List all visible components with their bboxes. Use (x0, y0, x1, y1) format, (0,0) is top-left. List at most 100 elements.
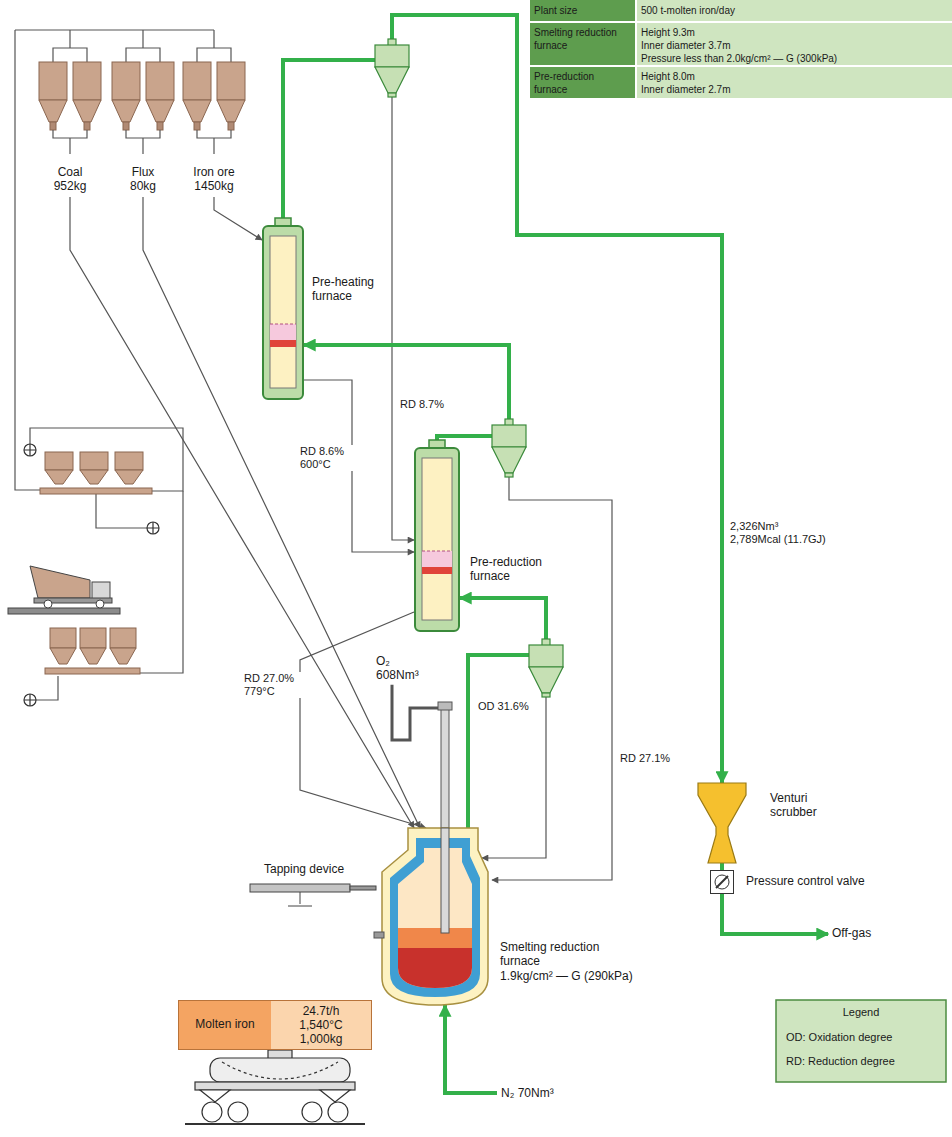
node-label: Flux 80kg (123, 165, 163, 194)
flow-gate-symbol-part (24, 694, 36, 706)
bunker-hopper-part (80, 470, 108, 484)
material-flow-line (300, 612, 426, 828)
text-group: Smelting reduction furnace1.9kg/cm² — G … (500, 940, 633, 983)
spec-table-background-part (636, 0, 952, 98)
table-cell: Smelting reduction furnace (534, 26, 624, 52)
pre-heating-furnace-outline (262, 218, 304, 400)
tapping-tray (250, 884, 376, 906)
bunker-hopper-part (110, 648, 136, 664)
table-cell: Plant size (534, 4, 630, 17)
node-label: Off-gas (832, 926, 871, 940)
spec-table-background-part (530, 0, 952, 98)
cyclone-part (388, 93, 396, 97)
flux-bunker-part (112, 100, 140, 122)
torpedo-car-part (222, 1062, 338, 1079)
tapping-tray-part (288, 892, 312, 906)
node-label: Molten iron (179, 1001, 271, 1049)
cyclone-part (542, 693, 550, 697)
smelting-furnace-part (441, 828, 449, 933)
raw-material-conveyor-part (30, 428, 183, 491)
dump-truck-part (30, 566, 90, 598)
coal-bunker: Coal 952kg (35, 62, 105, 197)
coal-bunker-part (53, 130, 87, 154)
node-label: N₂ 70Nm³ (501, 1086, 554, 1100)
node-label: Tapping device (264, 862, 344, 876)
pre-heating-furnace: Pre-heating furnace (262, 218, 304, 400)
torpedo-car-part (320, 1090, 350, 1102)
dump-truck-part (96, 600, 104, 608)
text-group: Pre-reduction furnace (470, 555, 554, 584)
torpedo-car-part (328, 1102, 348, 1122)
edge-label: RD 8.6% 600°C (298, 445, 354, 471)
bunker-hopper-part (115, 470, 143, 484)
ore-bunker-part (228, 122, 234, 130)
node-detail: 24.7t/h 1,540°C 1,000kg (299, 1004, 343, 1046)
flow-gate-symbol-part (24, 444, 36, 456)
flux-bunker-part (146, 100, 174, 122)
flow-gate-symbol-part (24, 444, 36, 456)
table-cell: Height 9.3m (641, 26, 946, 39)
ore-bunker-part (183, 62, 211, 100)
pre-reduction-furnace-part (422, 567, 452, 574)
flux-bunker: Flux 80kg (108, 62, 178, 197)
bunker-hopper-part (50, 628, 76, 648)
smelting-furnace-part (441, 708, 449, 933)
bunker-hopper-part (80, 452, 108, 470)
text-group: O₂ 608Nm³ (376, 654, 419, 683)
smelting-furnace-part (398, 928, 472, 948)
raw-material-conveyor-part (140, 491, 183, 673)
coal-bunker-part (73, 62, 101, 100)
table-cell: 500 t-molten iron/day (641, 4, 946, 17)
raw-material-conveyor-part (15, 30, 231, 62)
pre-reduction-furnace-part (415, 448, 459, 631)
spec-table-background-part (530, 0, 636, 98)
ore-bunker-part (217, 62, 245, 100)
flow-gate-symbol-part (24, 694, 36, 706)
pre-heating-furnace-part (270, 324, 296, 325)
tapping-tray-part (350, 886, 376, 890)
cyclone-part (529, 667, 563, 693)
legend-box-part (776, 1000, 946, 1082)
molten-iron-box: Molten iron 24.7t/h 1,540°C 1,000kg (178, 1000, 372, 1050)
cyclone-part (375, 67, 409, 93)
cyclone-part (529, 645, 563, 667)
table-cell: Inner diameter 2.7m (641, 83, 946, 96)
text-group: Venturi scrubber (770, 791, 844, 820)
edge-label: RD 8.7% (398, 398, 446, 411)
gas-flow-line (722, 894, 828, 934)
off-gas-outlet: Off-gas (828, 926, 875, 940)
material-flow-line (143, 197, 420, 828)
cyclone-part (375, 45, 409, 67)
flow-gate-symbol (24, 444, 159, 706)
material-flow-line (70, 197, 414, 828)
ore-bunker-part (197, 130, 231, 154)
bunker-hopper-part (80, 628, 106, 648)
table-cell: Pre-reduction furnace (534, 70, 624, 96)
pressure-control-valve: Pressure control valve (710, 870, 734, 894)
table-cell: Pressure less than 2.0kg/cm² — G (300kPa… (641, 52, 946, 65)
torpedo-car (185, 1050, 365, 1124)
edge-label: RD 27.1% (618, 752, 672, 765)
raw-material-conveyor-part (96, 494, 147, 528)
coal-bunker-part (39, 100, 67, 122)
material-flow-line (437, 436, 612, 880)
smelting-furnace-part (438, 702, 452, 710)
flux-bunker-part (112, 62, 140, 100)
flux-bunker-part (123, 122, 129, 130)
dust-return-line (482, 693, 546, 858)
torpedo-car-part (302, 1102, 322, 1122)
legend-box (776, 1000, 946, 1082)
flow-gate-symbol-part (147, 522, 159, 534)
bunker-hopper-part (45, 668, 140, 674)
node-label: Venturi scrubber (770, 791, 844, 820)
bunker-hopper-part (45, 470, 73, 484)
flow-gate-symbol-part (147, 522, 159, 534)
node-label: O₂ 608Nm³ (376, 654, 419, 683)
node-label: Smelting reduction furnace (500, 940, 612, 969)
bunker-hopper-part (80, 648, 106, 664)
smelting-furnace: Smelting reduction furnace1.9kg/cm² — G … (378, 828, 492, 1005)
pressure-control-valve-part (711, 871, 734, 894)
legend-entry: OD: Oxidation degree (786, 1030, 892, 1044)
edge-label: RD 27.0% 779°C (242, 672, 302, 698)
